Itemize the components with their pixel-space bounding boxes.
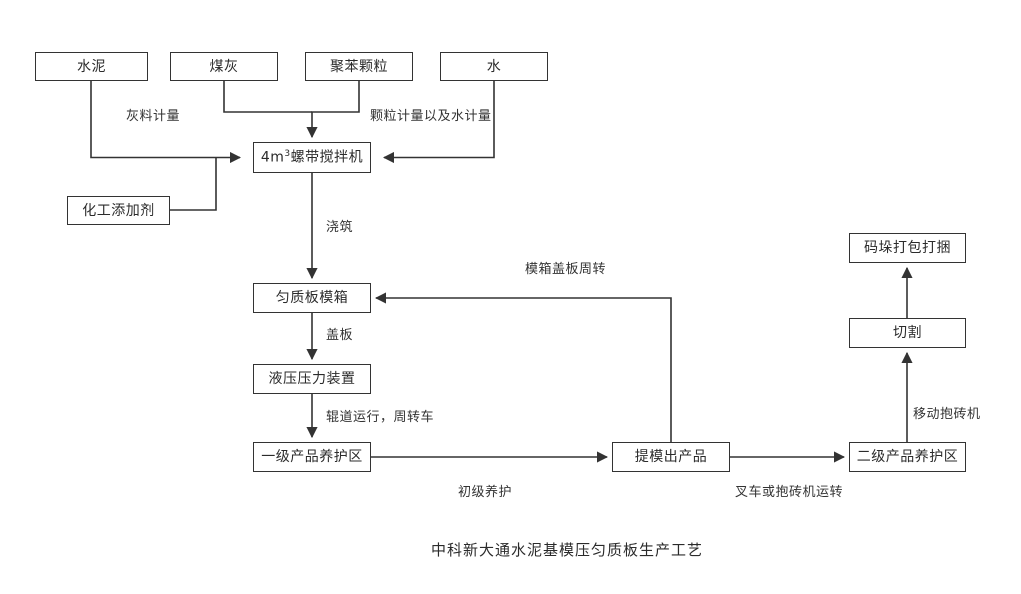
edge-label-primary-curing: 初级养护 — [458, 485, 513, 500]
node-demold-label: 提模出产品 — [634, 449, 708, 465]
node-mixer-label-main: 4m — [260, 149, 285, 166]
edge-label-granule-metering: 颗粒计量以及水计量 — [370, 109, 492, 124]
edge-label-pouring: 浇筑 — [326, 220, 354, 235]
node-mold-box[interactable]: 匀质板模箱 — [253, 283, 371, 313]
node-primary-cure[interactable]: 一级产品养护区 — [253, 442, 371, 472]
edge-label-cover-plate: 盖板 — [326, 328, 354, 343]
node-mixer-label-superscript: 3 — [284, 149, 291, 160]
node-fly-ash-label: 煤灰 — [209, 58, 239, 75]
node-additive-label: 化工添加剂 — [82, 202, 155, 219]
node-hydraulic-label: 液压压力装置 — [268, 371, 356, 387]
node-primary-cure-label: 一级产品养护区 — [261, 449, 363, 465]
node-cement-label: 水泥 — [77, 58, 106, 75]
node-demold[interactable]: 提模出产品 — [612, 442, 730, 472]
edge-label-roller-transfer: 辊道运行，周转车 — [326, 410, 435, 425]
node-palletizing-label: 码垛打包打捆 — [864, 240, 951, 256]
node-hydraulic[interactable]: 液压压力装置 — [253, 364, 371, 394]
node-additive[interactable]: 化工添加剂 — [67, 196, 170, 225]
node-cutting-label: 切割 — [893, 325, 922, 341]
node-mixer-label: 4m3螺带搅拌机 — [261, 150, 363, 165]
edge-additive-to-mixer — [170, 157, 217, 211]
node-eps-granule-label: 聚苯颗粒 — [330, 58, 388, 75]
edge-flyash-to-trunk — [223, 81, 312, 113]
node-fly-ash[interactable]: 煤灰 — [170, 52, 278, 81]
node-mold-box-label: 匀质板模箱 — [275, 290, 349, 306]
edge-label-mobile-brick-machine: 移动抱砖机 — [913, 407, 981, 422]
node-cutting[interactable]: 切割 — [849, 318, 966, 348]
node-water[interactable]: 水 — [440, 52, 548, 81]
edge-label-mold-cover-cycle: 模箱盖板周转 — [525, 262, 607, 277]
node-water-label: 水 — [486, 58, 502, 75]
edge-label-forklift-transfer: 叉车或抱砖机运转 — [735, 485, 844, 500]
node-palletizing[interactable]: 码垛打包打捆 — [849, 233, 966, 263]
diagram-title: 中科新大通水泥基模压匀质板生产工艺 — [431, 541, 704, 559]
node-secondary-cure-label: 二级产品养护区 — [856, 449, 959, 465]
node-mixer-label-tail: 螺带搅拌机 — [290, 149, 364, 166]
node-eps-granule[interactable]: 聚苯颗粒 — [305, 52, 413, 81]
node-mixer[interactable]: 4m3螺带搅拌机 — [253, 142, 371, 173]
edge-label-ash-metering: 灰料计量 — [126, 109, 181, 124]
node-cement[interactable]: 水泥 — [35, 52, 148, 81]
node-secondary-cure[interactable]: 二级产品养护区 — [849, 442, 966, 472]
edge-eps-to-mixer — [306, 81, 360, 139]
